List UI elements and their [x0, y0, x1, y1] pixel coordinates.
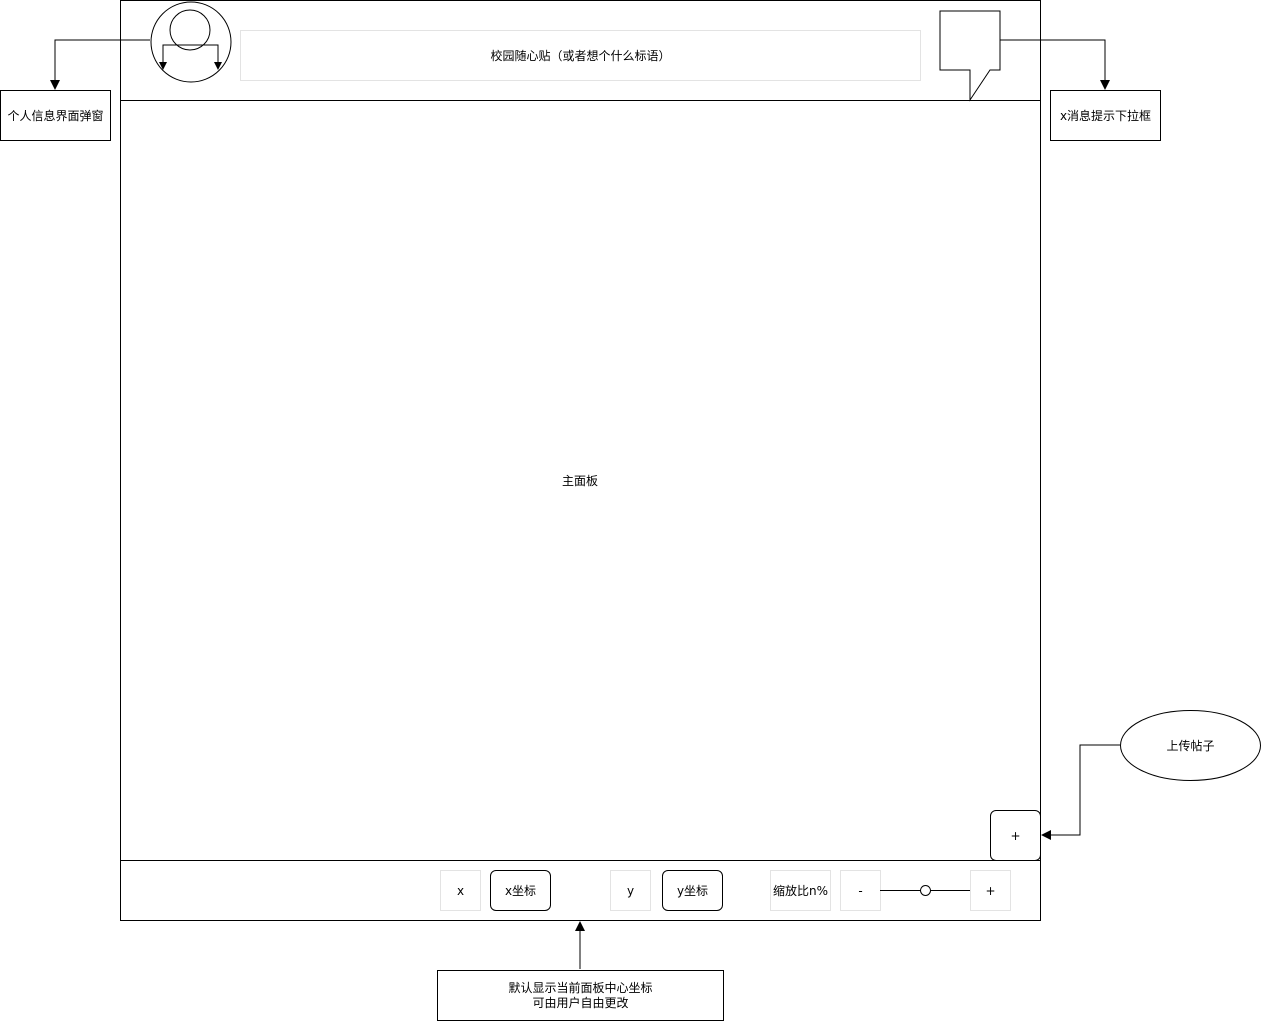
message-dropdown-note-text: x消息提示下拉框	[1059, 109, 1152, 123]
header-divider	[120, 100, 1041, 101]
y-coordinate-value: y坐标	[676, 884, 709, 898]
avatar-button[interactable]	[149, 0, 233, 84]
upload-post-note: 上传帖子	[1120, 710, 1261, 781]
main-panel-label: 主面板	[540, 470, 620, 490]
add-post-button[interactable]: +	[990, 810, 1041, 861]
x-coordinate-label-text: x	[456, 883, 465, 898]
message-button[interactable]	[939, 10, 1003, 102]
message-dropdown-note: x消息提示下拉框	[1050, 90, 1161, 141]
y-coordinate-label-text: y	[626, 883, 635, 898]
user-avatar-icon	[150, 1, 232, 83]
zoom-out-button[interactable]: -	[840, 870, 881, 911]
upload-post-note-text: 上传帖子	[1166, 739, 1215, 753]
zoom-ratio-label: 缩放比n%	[770, 870, 831, 911]
coordinate-note-text: 默认显示当前面板中心坐标 可由用户自由更改	[508, 980, 653, 1010]
zoom-in-button[interactable]: +	[970, 870, 1011, 911]
add-post-button-label: +	[1010, 828, 1021, 843]
zoom-in-label: +	[985, 883, 996, 898]
profile-popup-note-text: 个人信息界面弹窗	[7, 109, 104, 123]
upload-to-add-arrow	[1041, 744, 1120, 840]
zoom-ratio-label-text: 缩放比n%	[772, 884, 828, 898]
zoom-out-label: -	[858, 883, 863, 898]
x-coordinate-label: x	[440, 870, 481, 911]
page-title: 校园随心贴（或者想个什么标语）	[240, 30, 921, 81]
footer-divider	[120, 860, 1041, 861]
y-coordinate-input[interactable]: y坐标	[662, 870, 723, 911]
x-coordinate-value: x坐标	[504, 884, 537, 898]
zoom-slider-track	[880, 885, 971, 896]
speech-bubble-icon	[939, 10, 1001, 102]
zoom-slider[interactable]	[880, 880, 971, 901]
zoom-slider-handle	[920, 885, 931, 896]
profile-popup-note: 个人信息界面弹窗	[0, 90, 111, 141]
page-title-text: 校园随心贴（或者想个什么标语）	[490, 49, 671, 63]
y-coordinate-label: y	[610, 870, 651, 911]
x-coordinate-input[interactable]: x坐标	[490, 870, 551, 911]
coordinate-note: 默认显示当前面板中心坐标 可由用户自由更改	[437, 970, 724, 1021]
app-frame	[120, 0, 1041, 921]
main-panel-label-text: 主面板	[561, 473, 598, 488]
